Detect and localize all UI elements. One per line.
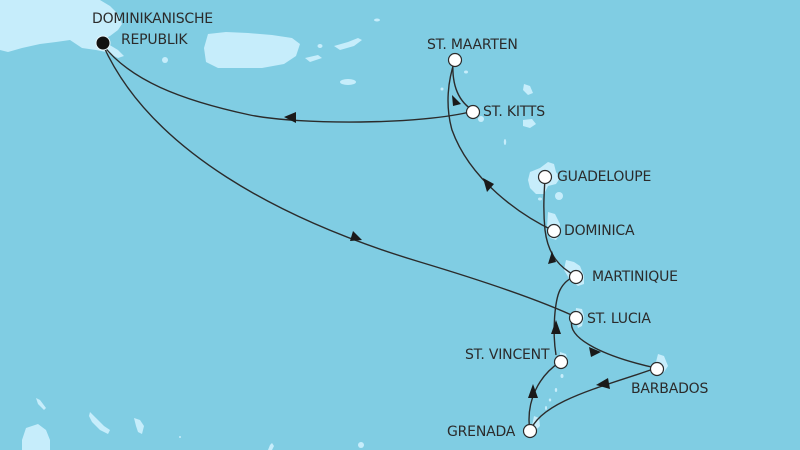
port-marker-grenada[interactable] bbox=[522, 423, 538, 439]
small-island bbox=[179, 436, 181, 438]
small-island bbox=[317, 44, 323, 48]
route-stlucia-to-barbados bbox=[570, 319, 657, 369]
arrow-icon bbox=[350, 231, 362, 241]
grenadine-island bbox=[548, 398, 552, 402]
arrow-icon bbox=[596, 378, 610, 389]
venezuela-coast bbox=[22, 424, 50, 450]
small-island bbox=[340, 79, 356, 85]
curacao-island bbox=[89, 412, 110, 434]
route-dominica-to-stmaarten bbox=[447, 59, 555, 232]
small-island bbox=[268, 443, 274, 450]
port-label-grenada: GRENADA bbox=[447, 424, 516, 440]
port-marker-dominica[interactable] bbox=[546, 223, 562, 239]
land-masses bbox=[0, 0, 668, 450]
port-marker-guadeloupe[interactable] bbox=[537, 169, 553, 185]
small-island bbox=[503, 139, 507, 145]
port-label-dominica: DOMINICA bbox=[564, 223, 635, 239]
virgin-islands bbox=[334, 38, 362, 50]
start-port-label-line1: DOMINIKANISCHE bbox=[92, 11, 213, 27]
port-marker-st-kitts[interactable] bbox=[465, 104, 481, 120]
route-stkitts-to-domrep bbox=[102, 44, 475, 123]
arrow-icon bbox=[548, 251, 556, 264]
route-grenada-to-stvincent bbox=[528, 361, 561, 433]
port-markers bbox=[95, 35, 665, 439]
grenadine-island bbox=[560, 374, 564, 378]
start-port-marker[interactable] bbox=[95, 35, 111, 51]
small-island bbox=[305, 55, 322, 62]
small-island bbox=[440, 87, 444, 91]
antigua-island bbox=[523, 119, 536, 128]
route-lines bbox=[102, 44, 657, 433]
grenadine-island bbox=[545, 406, 547, 410]
puerto-rico-island bbox=[204, 32, 300, 68]
port-marker-st-maarten[interactable] bbox=[447, 52, 463, 68]
small-island bbox=[374, 18, 380, 22]
port-label-st-lucia: ST. LUCIA bbox=[587, 311, 651, 327]
arrow-icon bbox=[528, 384, 538, 398]
direction-arrows bbox=[284, 95, 610, 398]
route-barbados-to-grenada bbox=[529, 367, 657, 433]
marie-galante-island bbox=[555, 192, 563, 200]
nevis-island bbox=[478, 116, 484, 122]
route-martinique-to-guadeloupe bbox=[543, 177, 577, 277]
start-port-label-line2: REPUBLIK bbox=[121, 32, 188, 48]
port-label-martinique: MARTINIQUE bbox=[592, 269, 678, 285]
port-label-guadeloupe: GUADELOUPE bbox=[557, 169, 652, 185]
grenadine-island bbox=[554, 388, 558, 392]
small-island bbox=[162, 57, 168, 63]
small-island bbox=[358, 442, 364, 448]
hispaniola-island bbox=[0, 0, 124, 58]
port-marker-st-vincent[interactable] bbox=[553, 354, 569, 370]
port-marker-st-lucia[interactable] bbox=[568, 310, 584, 326]
port-label-st-maarten: ST. MAARTEN bbox=[427, 37, 518, 53]
route-domrep-to-stlucia bbox=[102, 44, 579, 319]
aruba-island bbox=[36, 398, 46, 410]
arrow-icon bbox=[589, 347, 601, 357]
small-island bbox=[464, 70, 468, 74]
arrow-icon bbox=[284, 112, 296, 123]
bonaire-island bbox=[134, 418, 144, 434]
arrow-icon bbox=[551, 320, 561, 334]
port-marker-barbados[interactable] bbox=[649, 361, 665, 377]
barbuda-island bbox=[523, 84, 533, 95]
arrow-icon bbox=[483, 178, 494, 192]
port-marker-martinique[interactable] bbox=[568, 269, 584, 285]
port-label-st-vincent: ST. VINCENT bbox=[465, 347, 550, 363]
port-label-st-kitts: ST. KITTS bbox=[483, 104, 545, 120]
port-label-barbados: BARBADOS bbox=[631, 381, 709, 397]
arrow-icon bbox=[452, 95, 461, 106]
small-island bbox=[538, 197, 542, 201]
